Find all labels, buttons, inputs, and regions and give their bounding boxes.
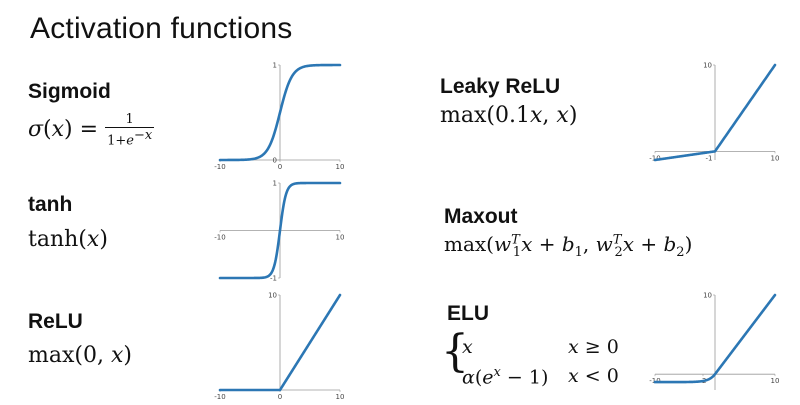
y-tick-label: 10 (703, 62, 712, 70)
elu-case-1: x (462, 336, 473, 358)
maxout-label: Maxout (444, 205, 518, 228)
leaky-relu-chart: -10 -1 10 10 (649, 62, 780, 163)
slide-title: Activation functions (30, 12, 293, 45)
maxout-formula: max(wT1x + b1, wT2x + b2) (444, 232, 693, 260)
x-tick-label: -10 (214, 393, 225, 401)
y-tick-label: 10 (703, 292, 712, 300)
x-tick-label: -10 (649, 154, 660, 162)
sigmoid-plot: -10 0 10 0 1 (214, 60, 345, 175)
relu-plot: -10 0 10 10 (214, 290, 345, 405)
leaky_relu-curve (653, 63, 777, 162)
leaky-relu-plot: -10 -1 10 10 (649, 60, 780, 175)
elu-case-2: α(ex − 1) (462, 365, 549, 389)
elu-brace: { (441, 326, 469, 377)
relu-formula: max(0, x) (28, 343, 132, 368)
tanh-chart: -10 10 1 -1 (214, 180, 345, 283)
y-tick-label: 10 (268, 292, 277, 300)
x-tick-label: -10 (214, 163, 225, 171)
elu-curve (653, 293, 777, 384)
sigmoid-curve (218, 63, 342, 162)
x-tick-label: 10 (336, 163, 345, 171)
elu-label: ELU (447, 302, 489, 325)
y-tick-label: 1 (273, 62, 277, 70)
relu-curve (218, 293, 342, 392)
tanh-plot: -10 10 1 -1 (214, 178, 345, 293)
x-tick-label: 10 (336, 393, 345, 401)
leaky-relu-formula: max(0.1x, x) (440, 103, 578, 128)
tanh-curve (218, 181, 342, 280)
x-tick-label: 10 (336, 234, 345, 242)
relu-chart: -10 0 10 10 (214, 292, 345, 402)
x-tick-label: 0 (278, 393, 282, 401)
y-tick-label: 1 (273, 180, 277, 188)
elu-condition-2: x < 0 (568, 365, 619, 387)
sigmoid-chart: -10 0 10 0 1 (214, 62, 345, 172)
elu-condition-1: x ≥ 0 (568, 336, 619, 358)
tanh-formula: tanh(x) (28, 227, 108, 252)
leaky-relu-label: Leaky ReLU (440, 75, 561, 98)
x-tick-label: -10 (214, 234, 225, 242)
sigmoid-label: Sigmoid (28, 80, 111, 103)
x-tick-label: 10 (771, 377, 780, 385)
x-tick-label: -1 (706, 154, 713, 162)
y-tick-label: -1 (270, 275, 277, 283)
x-tick-label: 10 (771, 154, 780, 162)
x-tick-label: 0 (278, 163, 282, 171)
tanh-label: tanh (28, 193, 73, 216)
relu-label: ReLU (28, 310, 83, 333)
y-tick-label: 0 (273, 157, 277, 165)
